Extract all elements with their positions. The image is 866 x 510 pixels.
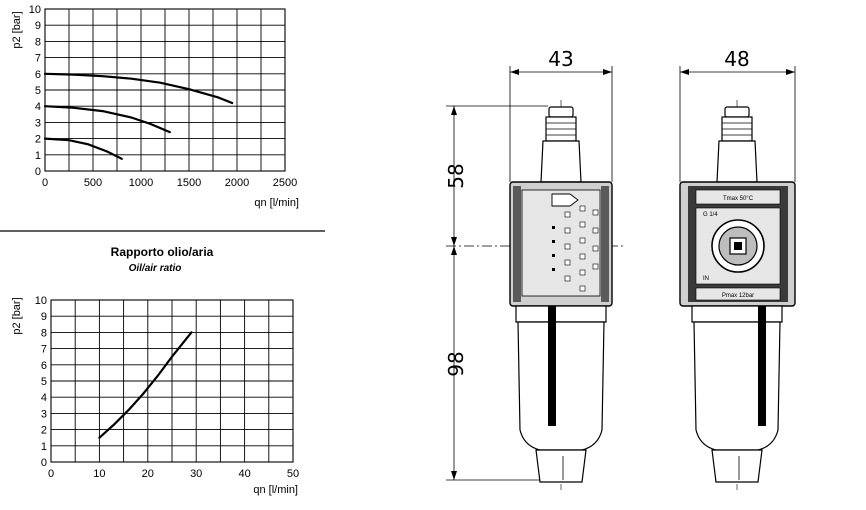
front-view (509, 100, 613, 490)
front-width-dimension: 43 (509, 47, 613, 182)
label-inlet: IN (703, 276, 709, 282)
y-tick-label: 4 (35, 101, 41, 113)
y-tick-label: 7 (35, 53, 41, 65)
pressure-flow-x-label: qn [l/min] (254, 197, 299, 209)
lubricator-dimension-drawing: 58 98 43 48 (444, 47, 796, 490)
y-tick-label: 8 (35, 36, 41, 48)
pressure-flow-x-ticks: 0 500 1000 1500 2000 2500 (42, 177, 297, 189)
y-tick-label: 7 (41, 344, 47, 356)
y-tick-label: 2 (35, 134, 41, 146)
oil-air-ratio-x-ticks: 0 10 20 30 40 50 (48, 468, 299, 480)
x-tick-label: 0 (48, 468, 54, 480)
pressure-flow-chart: 0 1 2 3 4 5 6 7 8 9 10 0 500 1000 1500 2000 2500 qn [l/… (11, 4, 299, 209)
y-tick-label: 9 (35, 20, 41, 32)
dimension-height-upper: 58 (444, 163, 468, 188)
y-tick-label: 1 (35, 150, 41, 162)
pressure-flow-y-label: p2 [bar] (11, 11, 23, 48)
x-tick-label: 50 (287, 468, 299, 480)
curve-series-2 (43, 105, 171, 134)
x-tick-label: 2000 (225, 177, 249, 189)
y-tick-label: 9 (41, 311, 47, 323)
x-tick-label: 30 (190, 468, 202, 480)
plot-frame (44, 8, 286, 172)
label-max-temperature: Tmax 50°C (723, 196, 754, 202)
y-tick-label: 6 (41, 360, 47, 372)
y-tick-label: 5 (41, 376, 47, 388)
x-tick-label: 10 (93, 468, 105, 480)
dimension-width-front: 43 (548, 47, 573, 71)
oil-air-ratio-title: Rapporto olio/aria (111, 245, 214, 259)
x-tick-label: 20 (142, 468, 154, 480)
oil-air-ratio-chart: Rapporto olio/aria Oil/air ratio 0 1 2 3 4 5 6… (11, 245, 299, 496)
x-tick-label: 500 (84, 177, 102, 189)
oil-air-ratio-curves (98, 331, 193, 439)
y-tick-label: 5 (35, 85, 41, 97)
oil-air-ratio-y-ticks: 0 1 2 3 4 5 6 7 8 9 10 (35, 295, 47, 469)
x-tick-label: 1500 (177, 177, 201, 189)
side-view: Tmax 50°C G 1/4 IN Pmax 12bar (679, 100, 796, 490)
curve-series-1 (43, 72, 234, 105)
x-tick-label: 2500 (273, 177, 297, 189)
side-width-dimension: 48 (679, 47, 796, 182)
y-tick-label: 0 (35, 166, 41, 178)
pressure-flow-grid (44, 8, 286, 172)
oil-air-ratio-subtitle: Oil/air ratio (129, 263, 182, 274)
front-indicator-dots (552, 205, 599, 292)
y-tick-label: 2 (41, 425, 47, 437)
y-tick-label: 10 (35, 295, 47, 307)
y-tick-label: 0 (41, 457, 47, 469)
label-thread-size: G 1/4 (703, 212, 718, 218)
dimension-height-lower: 98 (444, 351, 468, 376)
vertical-dimension: 58 98 (444, 105, 625, 481)
y-tick-label: 3 (41, 408, 47, 420)
oil-air-ratio-x-label: qn [l/min] (253, 484, 298, 496)
y-tick-label: 1 (41, 441, 47, 453)
curve-series-1 (98, 331, 193, 439)
y-tick-label: 6 (35, 69, 41, 81)
y-tick-label: 10 (29, 4, 41, 16)
plot-frame (50, 299, 294, 463)
dimension-width-side: 48 (724, 47, 749, 71)
y-tick-label: 8 (41, 327, 47, 339)
pressure-flow-y-ticks: 0 1 2 3 4 5 6 7 8 9 10 (29, 4, 41, 178)
y-tick-label: 3 (35, 117, 41, 129)
curve-series-3 (43, 137, 123, 160)
y-tick-label: 4 (41, 392, 47, 404)
oil-air-ratio-grid (50, 299, 294, 463)
x-tick-label: 1000 (129, 177, 153, 189)
oil-air-ratio-y-label: p2 [bar] (11, 297, 23, 334)
pressure-flow-curves (43, 72, 234, 160)
x-tick-label: 40 (238, 468, 250, 480)
x-tick-label: 0 (42, 177, 48, 189)
label-max-pressure: Pmax 12bar (722, 293, 754, 299)
